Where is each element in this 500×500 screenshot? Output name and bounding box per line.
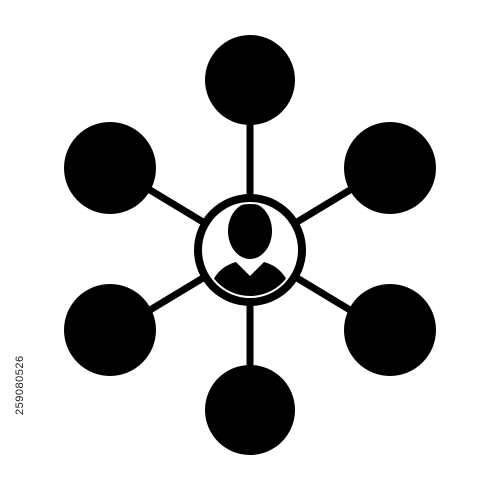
connector-bottom-left — [148, 275, 205, 313]
node-top — [205, 35, 295, 125]
connector-bottom-right — [295, 275, 352, 313]
center-user-node — [194, 194, 306, 306]
connector-top-left — [148, 187, 205, 225]
connector-lines — [148, 121, 352, 371]
node-bottom-left — [64, 284, 156, 376]
connector-top-right — [295, 187, 352, 225]
user-icon — [208, 204, 292, 296]
node-bottom-right — [344, 284, 436, 376]
node-bottom — [205, 365, 295, 455]
node-top-left — [64, 122, 156, 214]
outer-nodes — [64, 35, 436, 455]
node-top-right — [344, 122, 436, 214]
